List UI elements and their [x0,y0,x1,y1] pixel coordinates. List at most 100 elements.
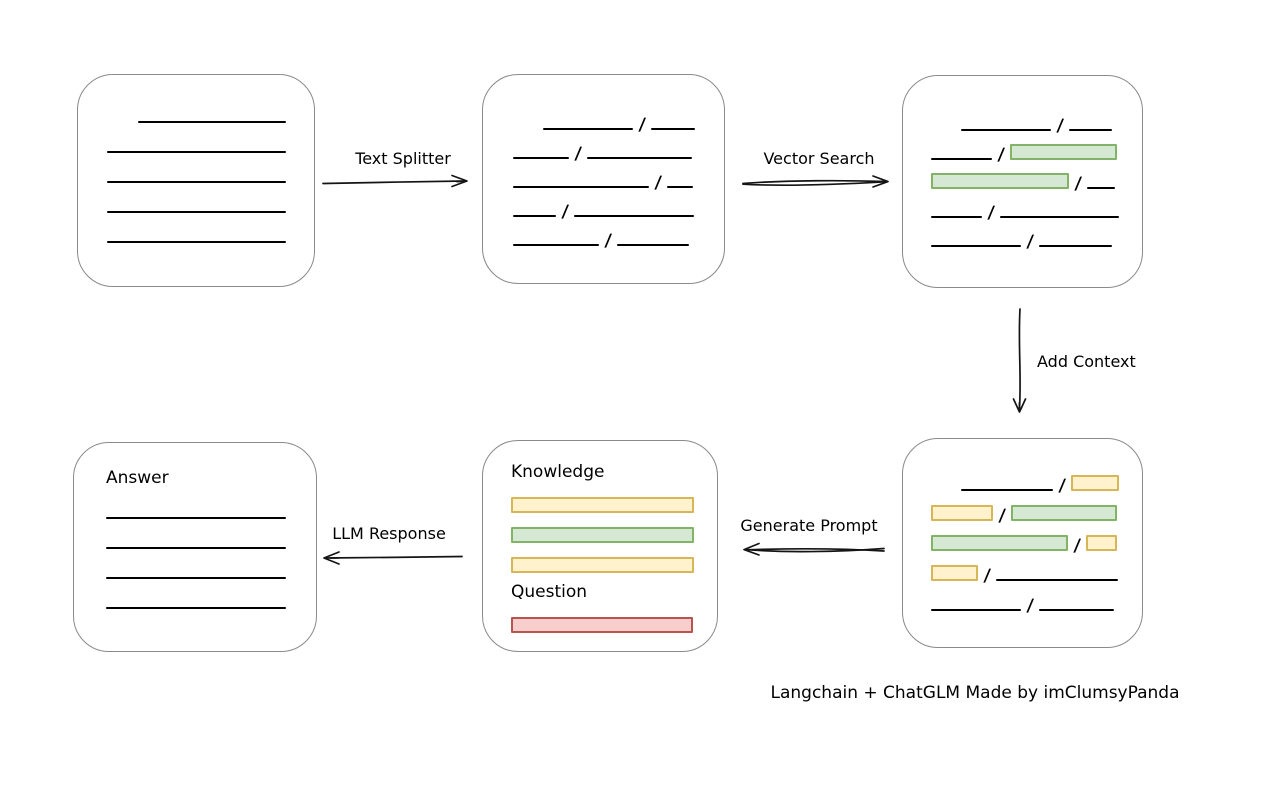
slash-separator: / [1025,232,1035,252]
text-line [617,244,690,246]
red-chunk [511,617,693,633]
green-chunk [931,173,1069,189]
context-chunks-row: / [931,581,1142,616]
answer-box: Answer [73,442,317,652]
text-line [513,244,599,246]
split-chunks-box: ///// [482,74,725,284]
context-chunks-box: ///// [902,438,1143,648]
text-line [513,157,569,159]
slash-separator: / [603,231,613,251]
source-document-row [107,183,314,213]
answer-row: Answer [106,459,316,489]
source-document-box [77,74,315,287]
right-arrow-icon [742,175,889,188]
source-document-row [107,213,314,243]
text-splitter-label: Text Splitter [355,149,451,168]
text-line [107,211,286,213]
green-chunk [511,527,694,543]
text-line [1087,187,1116,189]
footer-credit: Langchain + ChatGLM Made by imClumsyPand… [770,683,1180,703]
text-line [106,547,286,549]
prompt-row [511,483,717,513]
text-line [931,245,1021,247]
source-document-row [107,123,314,153]
llm-response-label: LLM Response [332,524,446,543]
text-line [1039,609,1115,611]
text-line [931,158,992,160]
knowledge-label: Knowledge [511,462,605,482]
split-chunks-row: / [513,101,724,135]
text-line [106,517,286,519]
text-line [931,609,1021,611]
prompt-row: Knowledge [511,453,717,483]
answer-row [106,519,316,549]
text-splitter-arrow [322,171,472,193]
yellow-chunk [931,505,993,521]
down-arrow-icon [1012,308,1027,413]
split-chunks-row: / [513,130,724,164]
retrieved-chunks-row: / [931,218,1142,252]
text-line [1069,129,1113,131]
prompt-row: Question [511,573,717,603]
prompt-row [511,543,717,573]
text-line [543,128,633,130]
yellow-chunk [1086,535,1118,551]
answer-row [106,489,316,519]
left-arrow-icon [743,542,885,556]
source-document-row [107,153,314,183]
yellow-chunk [931,565,978,581]
retrieved-chunks-row: / [931,189,1142,223]
generate-prompt-label: Generate Prompt [740,516,878,535]
split-chunks-row: / [513,159,724,193]
source-document-row [107,93,314,123]
context-chunks-row: / [931,551,1142,586]
answer-label: Answer [106,468,169,488]
text-line [513,186,649,188]
green-chunk [1011,505,1118,521]
yellow-chunk [511,497,694,513]
green-chunk [931,535,1068,551]
yellow-chunk [1071,475,1120,491]
question-label: Question [511,582,588,602]
text-line [587,157,693,159]
text-line [961,489,1053,491]
right-arrow-icon [322,174,468,188]
retrieved-chunks-box: ///// [902,75,1143,288]
retrieved-chunks-row: / [931,102,1142,136]
text-line [961,129,1051,131]
text-line [996,579,1119,581]
text-line [574,215,695,217]
add-context-label: Add Context [1037,352,1136,371]
context-chunks-row: / [931,521,1142,556]
text-line [931,216,982,218]
text-line [107,241,286,243]
text-line [138,121,286,123]
text-line [651,128,696,130]
green-chunk [1010,144,1118,160]
slash-separator: / [1025,596,1035,616]
text-line [1039,245,1113,247]
text-line [513,215,556,217]
llm-response-arrow [318,546,464,568]
left-arrow-icon [323,551,463,565]
generate-prompt-arrow [738,538,886,560]
text-line [107,181,286,183]
text-line [667,186,694,188]
text-line [106,577,286,579]
yellow-chunk [511,557,694,573]
prompt-row [511,513,717,543]
retrieved-chunks-row: / [931,160,1142,194]
prompt-row [511,603,717,633]
context-chunks-row: / [931,461,1142,496]
split-chunks-row: / [513,217,724,251]
vector-search-label: Vector Search [763,149,875,168]
retrieved-chunks-row: / [931,131,1142,165]
add-context-arrow [1008,308,1034,420]
context-chunks-row: / [931,491,1142,526]
answer-row [106,549,316,579]
split-chunks-row: / [513,188,724,222]
text-line [106,607,286,609]
text-line [1000,216,1120,218]
